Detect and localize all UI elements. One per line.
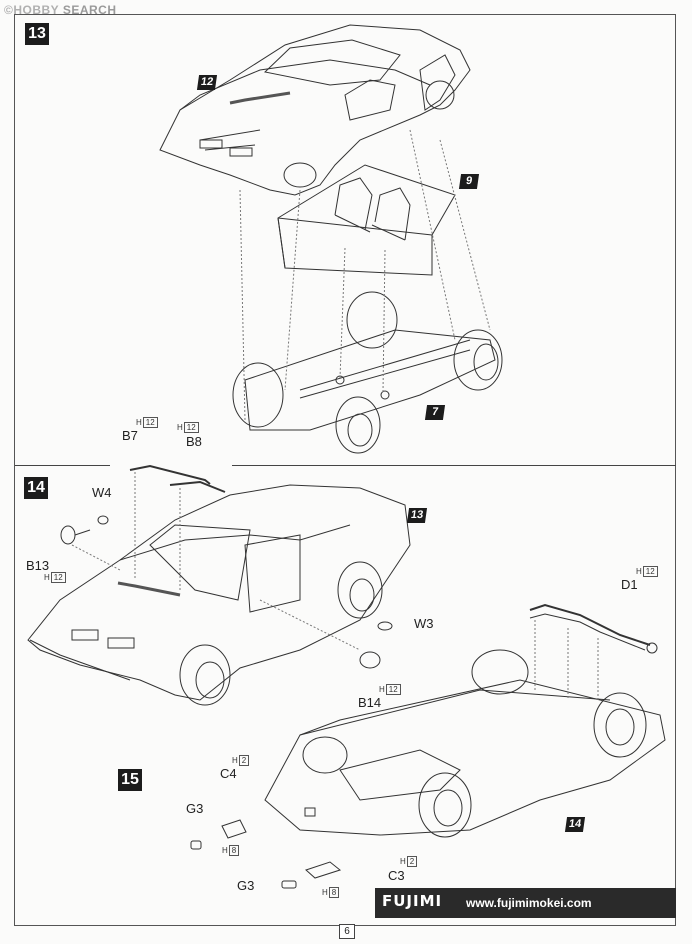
- subassembly-tag-9: 9: [458, 174, 480, 189]
- watermark-text: SEARCH: [62, 3, 117, 17]
- part-g3a: [190, 840, 202, 850]
- part-label-g3-lower: G3: [237, 878, 255, 893]
- mirror-b14: [359, 621, 393, 669]
- step-14-label: 14: [24, 477, 48, 499]
- car-body-shell-illustration: [159, 24, 471, 196]
- exhaust-d1-illustration: [529, 603, 658, 654]
- part-label-c4: C4: [220, 766, 237, 781]
- part-label-w4: W4: [92, 485, 112, 500]
- part-c4: [221, 819, 247, 839]
- assembled-car-illustration: [27, 484, 411, 706]
- footer-banner: [375, 888, 676, 918]
- subassembly-tag-13: 13: [406, 508, 428, 523]
- part-label-c3: C3: [388, 868, 405, 883]
- part-g3b: [281, 880, 297, 889]
- wiper-b8: [169, 480, 226, 493]
- footer-url: www.fujimimokei.com: [466, 896, 592, 910]
- part-label-g3-upper: G3: [186, 801, 204, 816]
- step-divider-right: [232, 465, 676, 466]
- part-label-b13: B13: [26, 558, 50, 573]
- watermark: ©HOBBY SEARCH: [4, 3, 116, 17]
- step-15-label: 15: [118, 769, 142, 791]
- part-label-b7: B7: [122, 428, 138, 443]
- step-13-label: 13: [25, 23, 49, 45]
- part-label-b14: B14: [358, 695, 382, 710]
- part-label-d1: D1: [621, 577, 638, 592]
- watermark-logo: ©HOBBY: [4, 3, 59, 17]
- part-label-b8: B8: [186, 434, 202, 449]
- interior-tub-illustration: [277, 164, 456, 276]
- subassembly-tag-7: 7: [424, 405, 446, 420]
- page-number: 6: [339, 924, 355, 939]
- mirror-b13: [60, 515, 109, 545]
- chassis-illustration: [232, 291, 503, 454]
- subassembly-tag-12: 12: [196, 75, 218, 90]
- fujimi-logo: FUJIMI: [382, 892, 443, 910]
- part-label-w3: W3: [414, 616, 434, 631]
- subassembly-tag-14: 14: [564, 817, 586, 832]
- wiper-b7: [129, 464, 211, 485]
- step-divider-left: [15, 465, 110, 466]
- inverted-car-illustration: [264, 649, 666, 838]
- part-c3: [305, 861, 342, 879]
